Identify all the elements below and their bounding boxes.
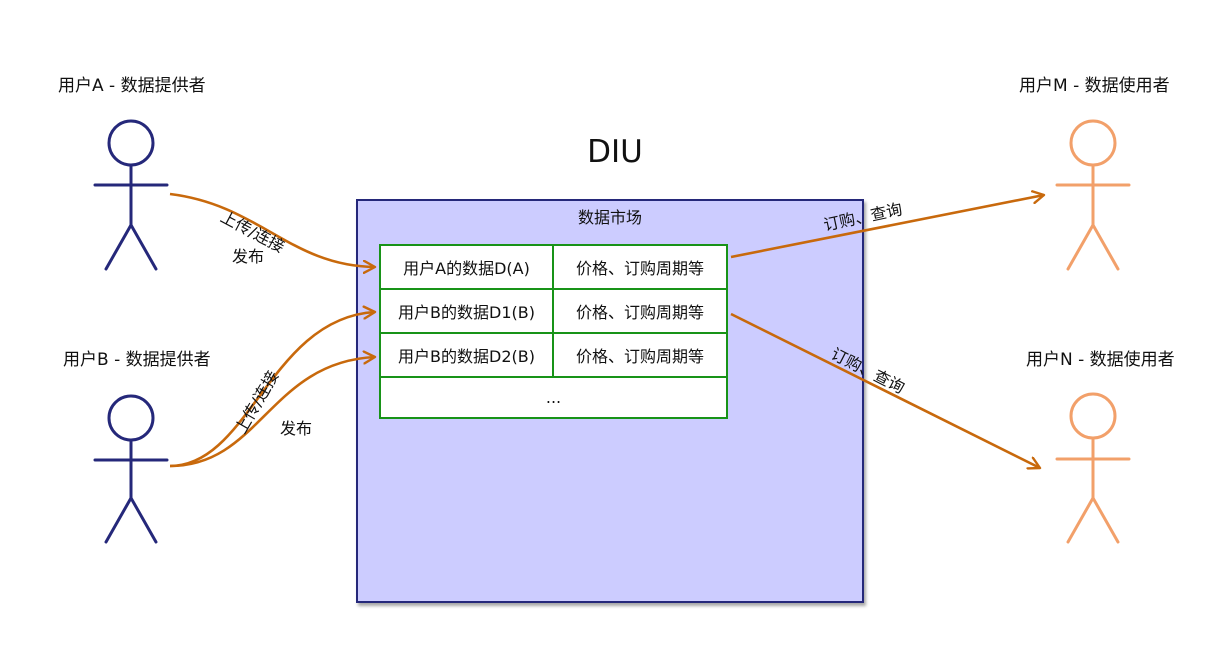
table-row: 用户B的数据D2(B) 价格、订购周期等: [381, 334, 726, 378]
data-terms-cell: 价格、订购周期等: [575, 347, 704, 366]
data-terms-cell: 价格、订购周期等: [575, 303, 704, 322]
user-b-label: 用户B - 数据提供者: [63, 350, 211, 370]
table-row: 用户A的数据D(A) 价格、订购周期等: [381, 246, 726, 290]
data-item-cell: 用户B的数据D1(B): [381, 290, 554, 332]
user-m-actor-icon: [1055, 119, 1131, 271]
edge-label-b-publish: 发布: [280, 419, 313, 438]
user-a-label: 用户A - 数据提供者: [58, 76, 206, 96]
data-listing-table: 用户A的数据D(A) 价格、订购周期等 用户B的数据D1(B) 价格、订购周期等…: [379, 244, 728, 419]
user-m-label: 用户M - 数据使用者: [1019, 76, 1170, 96]
data-item-cell: 用户A的数据D(A): [381, 246, 554, 288]
user-n-actor-icon: [1055, 392, 1131, 544]
more-items-ellipsis: ...: [545, 388, 562, 407]
diagram-title: DIU: [587, 134, 643, 170]
user-n-label: 用户N - 数据使用者: [1026, 350, 1175, 370]
data-item-cell: 用户B的数据D2(B): [381, 334, 554, 376]
user-a-actor-icon: [93, 119, 169, 271]
data-terms-cell: 价格、订购周期等: [575, 259, 704, 278]
table-row: 用户B的数据D1(B) 价格、订购周期等: [381, 290, 726, 334]
table-row-more: ...: [381, 378, 726, 417]
data-market-title: 数据市场: [577, 208, 642, 227]
user-b-actor-icon: [93, 394, 169, 544]
edge-label-a-publish: 发布: [232, 247, 265, 266]
